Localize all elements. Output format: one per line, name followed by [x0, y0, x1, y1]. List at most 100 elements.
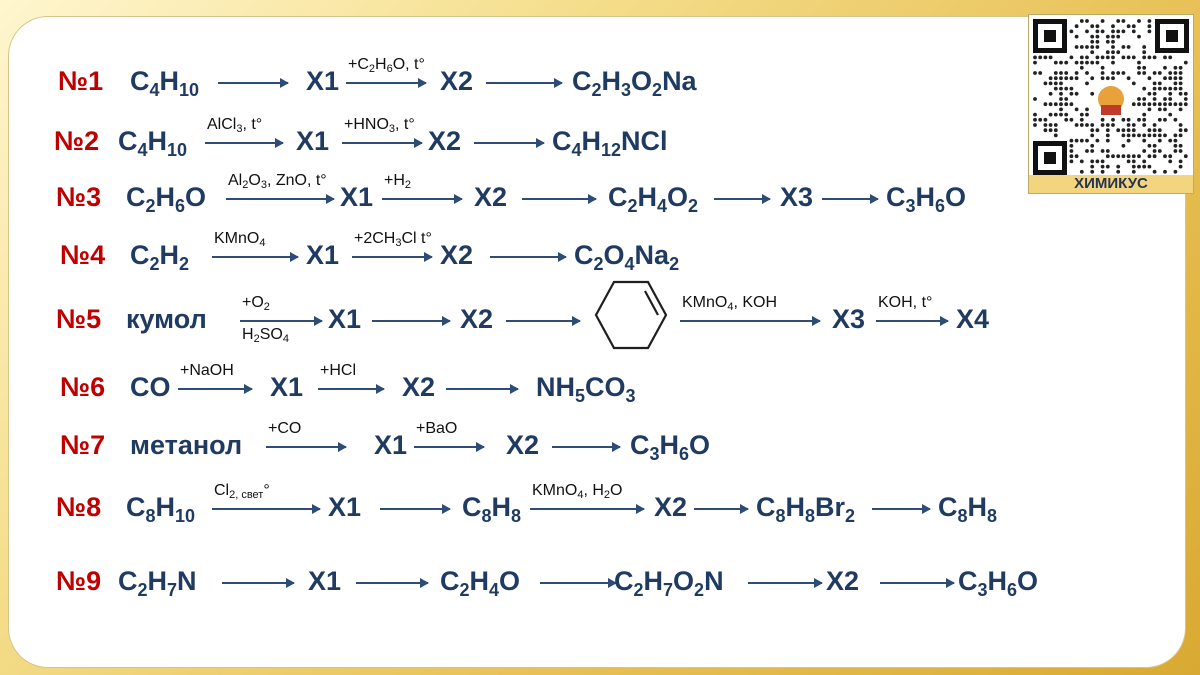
reaction-arrow: [694, 504, 749, 514]
reaction-arrow: [506, 316, 581, 326]
qr-code-icon: [1033, 19, 1189, 175]
formula: C2H4O: [440, 566, 521, 600]
formula: C2H7N: [118, 566, 197, 600]
reaction-arrow: [552, 442, 621, 452]
formula: C2H7O2N: [614, 566, 724, 600]
intermediate-label: X2: [826, 566, 860, 596]
reaction-condition-above: KMnO4, H2O: [532, 482, 623, 501]
intermediate-label: X1: [340, 182, 374, 212]
reaction-condition-above: KMnO4: [214, 230, 266, 249]
formula: C2H6O: [126, 182, 207, 216]
intermediate-label: X4: [956, 304, 990, 334]
reaction-arrow: [522, 194, 597, 204]
reaction-arrow: [490, 252, 567, 262]
reaction-condition-above: +C2H6O, t°: [348, 56, 425, 75]
brand-label: ХИМИКУС: [1029, 175, 1193, 193]
reaction-arrow: [178, 384, 253, 394]
formula: C8H8: [938, 492, 998, 526]
reaction-arrow: [680, 316, 821, 326]
intermediate-label: X1: [308, 566, 342, 596]
reaction-arrow: [714, 194, 771, 204]
intermediate-label: X1: [306, 240, 340, 270]
formula: C3H6O: [630, 430, 711, 464]
reaction-arrow: [356, 578, 429, 588]
intermediate-label: X2: [506, 430, 540, 460]
chain-number: №1: [58, 66, 104, 96]
reaction-condition-above: Al2O3, ZnO, t°: [228, 172, 327, 191]
content-card: [8, 16, 1186, 668]
reaction-arrow: [372, 316, 451, 326]
reaction-arrow: [872, 504, 931, 514]
formula: C3H6O: [886, 182, 967, 216]
intermediate-label: X2: [402, 372, 436, 402]
reaction-condition-above: +HNO3, t°: [344, 116, 415, 135]
intermediate-label: X1: [328, 492, 362, 522]
formula: C4H10: [118, 126, 188, 160]
reaction-arrow: [212, 252, 299, 262]
reaction-condition-above: Cl2, свет°: [214, 482, 270, 501]
reaction-arrow: [530, 504, 645, 514]
reaction-condition-above: AlCl3, t°: [207, 116, 263, 135]
formula: метанол: [130, 430, 243, 460]
reaction-condition-above: KMnO4, KOH: [682, 294, 778, 313]
reaction-condition-below: H2SO4: [242, 326, 289, 345]
formula: C2H3O2Na: [572, 66, 697, 100]
reaction-arrow: [380, 504, 451, 514]
intermediate-label: X2: [428, 126, 462, 156]
reaction-arrow: [414, 442, 485, 452]
formula: C2H2: [130, 240, 190, 274]
logo: ХИМИКУС: [1028, 14, 1194, 194]
intermediate-label: X3: [780, 182, 814, 212]
intermediate-label: X1: [306, 66, 340, 96]
reaction-arrow: [318, 384, 385, 394]
intermediate-label: X2: [474, 182, 508, 212]
formula: C4H12NCl: [552, 126, 668, 160]
reaction-condition-above: +BaO: [416, 420, 458, 437]
formula: C4H10: [130, 66, 200, 100]
reaction-arrow: [748, 578, 823, 588]
cyclohexene-structure: [594, 280, 668, 350]
reaction-arrow: [266, 442, 347, 452]
formula: кумол: [126, 304, 207, 334]
reaction-arrow: [205, 138, 284, 148]
reaction-arrow: [876, 316, 949, 326]
formula: C2H4O2: [608, 182, 699, 216]
reaction-condition-above: +NaOH: [180, 362, 234, 379]
chain-number: №9: [56, 566, 102, 596]
chain-number: №6: [60, 372, 106, 402]
reaction-condition-above: +HCl: [320, 362, 357, 379]
intermediate-label: X2: [440, 66, 474, 96]
reaction-arrow: [346, 78, 427, 88]
reaction-arrow: [212, 504, 321, 514]
reaction-arrow: [226, 194, 335, 204]
reaction-condition-above: +H2: [384, 172, 412, 191]
reaction-condition-above: KOH, t°: [878, 294, 933, 311]
reaction-arrow: [222, 578, 295, 588]
intermediate-label: X1: [328, 304, 362, 334]
reaction-arrow: [880, 578, 955, 588]
chain-number: №3: [56, 182, 102, 212]
reaction-arrow: [218, 78, 289, 88]
formula: CO: [130, 372, 171, 402]
chain-number: №2: [54, 126, 100, 156]
formula: C8H10: [126, 492, 196, 526]
reaction-condition-above: +O2: [242, 294, 270, 313]
reaction-arrow: [486, 78, 563, 88]
intermediate-label: X3: [832, 304, 866, 334]
chain-number: №4: [60, 240, 106, 270]
reaction-arrow: [342, 138, 423, 148]
intermediate-label: X2: [440, 240, 474, 270]
intermediate-label: X2: [654, 492, 688, 522]
chain-number: №5: [56, 304, 102, 334]
reaction-arrow: [382, 194, 463, 204]
formula: C8H8Br2: [756, 492, 856, 526]
intermediate-label: X1: [296, 126, 330, 156]
formula: C8H8: [462, 492, 522, 526]
formula: C3H6O: [958, 566, 1039, 600]
reaction-arrow: [474, 138, 545, 148]
intermediate-label: X2: [460, 304, 494, 334]
reaction-arrow: [240, 316, 323, 326]
formula: NH5CO3: [536, 372, 636, 406]
chain-number: №7: [60, 430, 106, 460]
